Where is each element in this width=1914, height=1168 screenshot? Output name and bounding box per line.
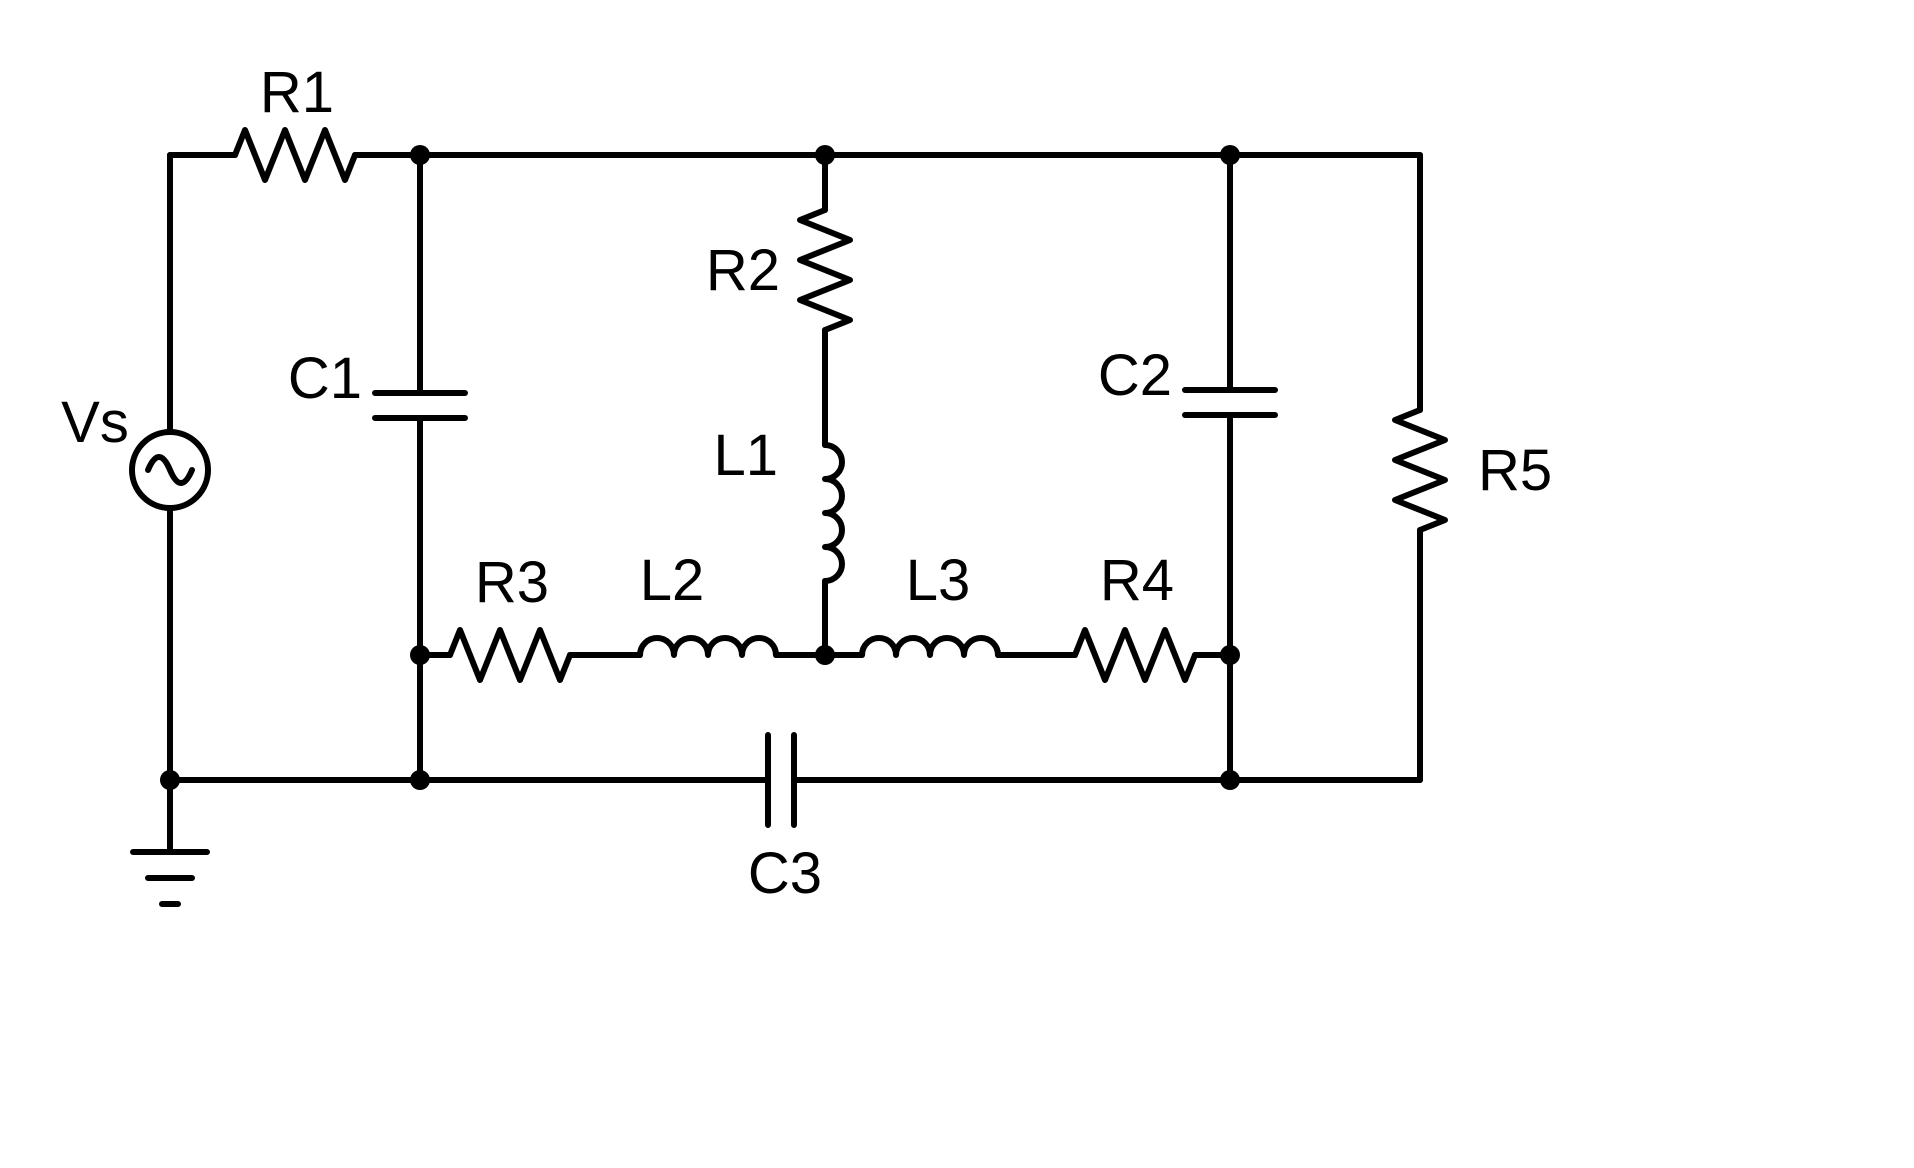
- ac-source-vs: [129, 429, 211, 511]
- node-dot: [1220, 145, 1240, 165]
- node-dot: [815, 145, 835, 165]
- node-dot: [815, 645, 835, 665]
- label-c3: C3: [748, 841, 822, 906]
- label-r4: R4: [1100, 548, 1174, 613]
- label-l2: L2: [640, 548, 705, 613]
- label-l3: L3: [906, 548, 971, 613]
- capacitor-c1: [372, 390, 468, 421]
- resistor-r5: [1392, 407, 1448, 533]
- label-r3: R3: [475, 550, 549, 615]
- wires: [167, 152, 1423, 783]
- inductor-l1: [822, 442, 845, 584]
- capacitor-c2: [1182, 387, 1278, 418]
- junction-nodes: [160, 145, 1240, 790]
- resistor-r4: [1072, 627, 1198, 683]
- ground-icon: [130, 777, 210, 907]
- node-dot: [410, 145, 430, 165]
- component-labels: R1 Vs C1 R2 L1 C2 R5 R3 L2 L3 R4 C3: [61, 60, 1552, 906]
- label-r5: R5: [1478, 438, 1552, 503]
- label-c1: C1: [288, 346, 362, 411]
- capacitor-c3: [765, 732, 797, 828]
- resistor-r3: [447, 627, 573, 683]
- label-l1: L1: [713, 423, 778, 488]
- label-r2: R2: [706, 238, 780, 303]
- label-vs: Vs: [61, 390, 129, 455]
- resistor-r1: [232, 127, 358, 183]
- node-dot: [1220, 770, 1240, 790]
- inductor-l2: [637, 635, 779, 658]
- sine-wave-icon: [145, 454, 195, 486]
- label-r1: R1: [260, 60, 334, 125]
- node-dot: [410, 645, 430, 665]
- node-dot: [1220, 645, 1240, 665]
- inductor-l3: [859, 635, 1001, 658]
- node-dot: [160, 770, 180, 790]
- ac-source-circle: [129, 429, 211, 511]
- label-c2: C2: [1098, 343, 1172, 408]
- node-dot: [410, 770, 430, 790]
- resistor-r2: [797, 207, 853, 333]
